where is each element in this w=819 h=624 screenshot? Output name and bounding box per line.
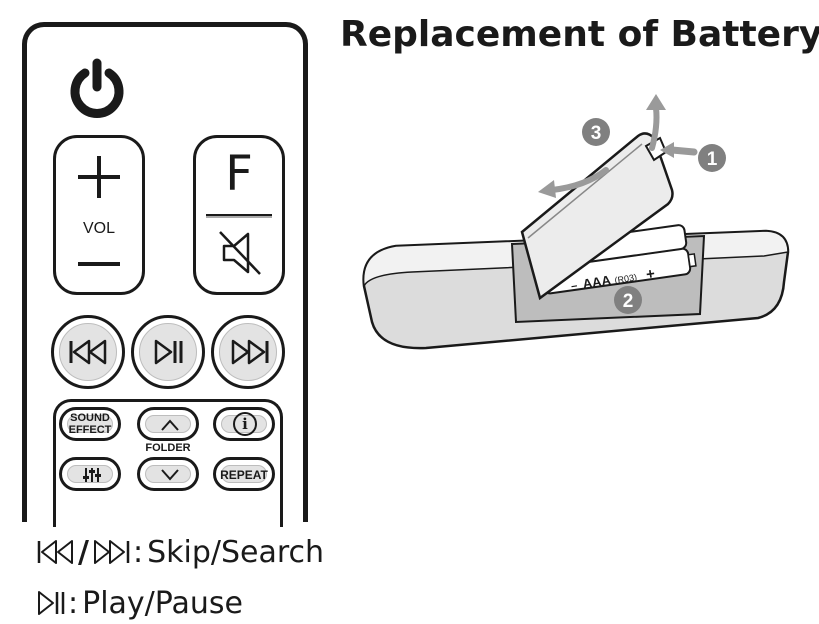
folder-up-button[interactable] bbox=[137, 407, 199, 441]
remote-control: VOL F bbox=[22, 22, 308, 527]
legend-play-pause-text: Play/Pause bbox=[82, 585, 244, 621]
power-icon[interactable] bbox=[65, 57, 129, 121]
battery-minus-sign: − bbox=[570, 281, 578, 294]
skip-forward-icon bbox=[93, 540, 130, 564]
sound-effect-label-line2: EFFECT bbox=[68, 424, 112, 436]
lift-arrow bbox=[649, 105, 660, 151]
repeat-label: REPEAT bbox=[220, 468, 268, 482]
repeat-button[interactable]: REPEAT bbox=[213, 457, 275, 491]
minus-icon bbox=[78, 262, 120, 266]
skip-back-icon bbox=[69, 339, 107, 365]
folder-down-button[interactable] bbox=[137, 457, 199, 491]
legend-skip-search-text: Skip/Search bbox=[147, 534, 325, 570]
skip-forward-button[interactable] bbox=[211, 315, 285, 389]
rocker-divider bbox=[206, 214, 272, 216]
step-3-marker bbox=[582, 118, 610, 146]
chevron-down-icon bbox=[161, 469, 179, 481]
play-pause-icon bbox=[154, 339, 183, 365]
plus-icon bbox=[78, 156, 120, 198]
info-icon: i bbox=[233, 412, 257, 436]
info-glyph: i bbox=[242, 415, 248, 433]
skip-forward-icon bbox=[231, 339, 269, 365]
push-arrow bbox=[668, 146, 698, 156]
sound-effect-button[interactable]: SOUND EFFECT bbox=[59, 407, 121, 441]
legend-colon: : bbox=[68, 585, 79, 621]
page-title: Replacement of Battery bbox=[340, 14, 819, 55]
play-pause-icon bbox=[38, 591, 65, 615]
battery-label: AAA bbox=[582, 272, 613, 291]
lower-button-panel bbox=[53, 399, 283, 527]
sound-effect-label-line1: SOUND bbox=[70, 412, 110, 424]
step-1-marker bbox=[698, 144, 726, 172]
battery-plus-sign: + bbox=[645, 265, 657, 283]
legend-separator: / bbox=[78, 534, 89, 570]
remove-cover-arrow bbox=[549, 167, 609, 193]
chevron-up-icon bbox=[161, 419, 179, 431]
skip-back-icon bbox=[37, 540, 73, 564]
play-pause-button[interactable] bbox=[131, 315, 205, 389]
battery-cover bbox=[520, 132, 674, 301]
folder-label: FOLDER bbox=[145, 442, 191, 454]
volume-rocker[interactable]: VOL bbox=[53, 135, 145, 295]
step-2-number: 2 bbox=[623, 291, 634, 312]
battery-code: (R03) bbox=[614, 272, 638, 285]
battery-replacement-diagram: − AAA (R03) + 1 2 3 bbox=[362, 94, 790, 350]
equalizer-button[interactable] bbox=[59, 457, 121, 491]
equalizer-icon bbox=[83, 468, 101, 482]
info-button[interactable]: i bbox=[213, 407, 275, 441]
step-1-number: 1 bbox=[707, 149, 718, 170]
step-2-marker bbox=[614, 286, 642, 314]
legend-colon: : bbox=[132, 534, 144, 570]
vol-label: VOL bbox=[82, 220, 115, 237]
function-mute-rocker[interactable]: F bbox=[193, 135, 285, 295]
legend-skip-search: / : Skip/Search bbox=[36, 532, 324, 572]
function-label: F bbox=[225, 146, 253, 202]
legend-play-pause: : Play/Pause bbox=[36, 583, 243, 623]
step-3-number: 3 bbox=[591, 123, 602, 144]
skip-back-button[interactable] bbox=[51, 315, 125, 389]
mute-icon bbox=[219, 231, 261, 275]
